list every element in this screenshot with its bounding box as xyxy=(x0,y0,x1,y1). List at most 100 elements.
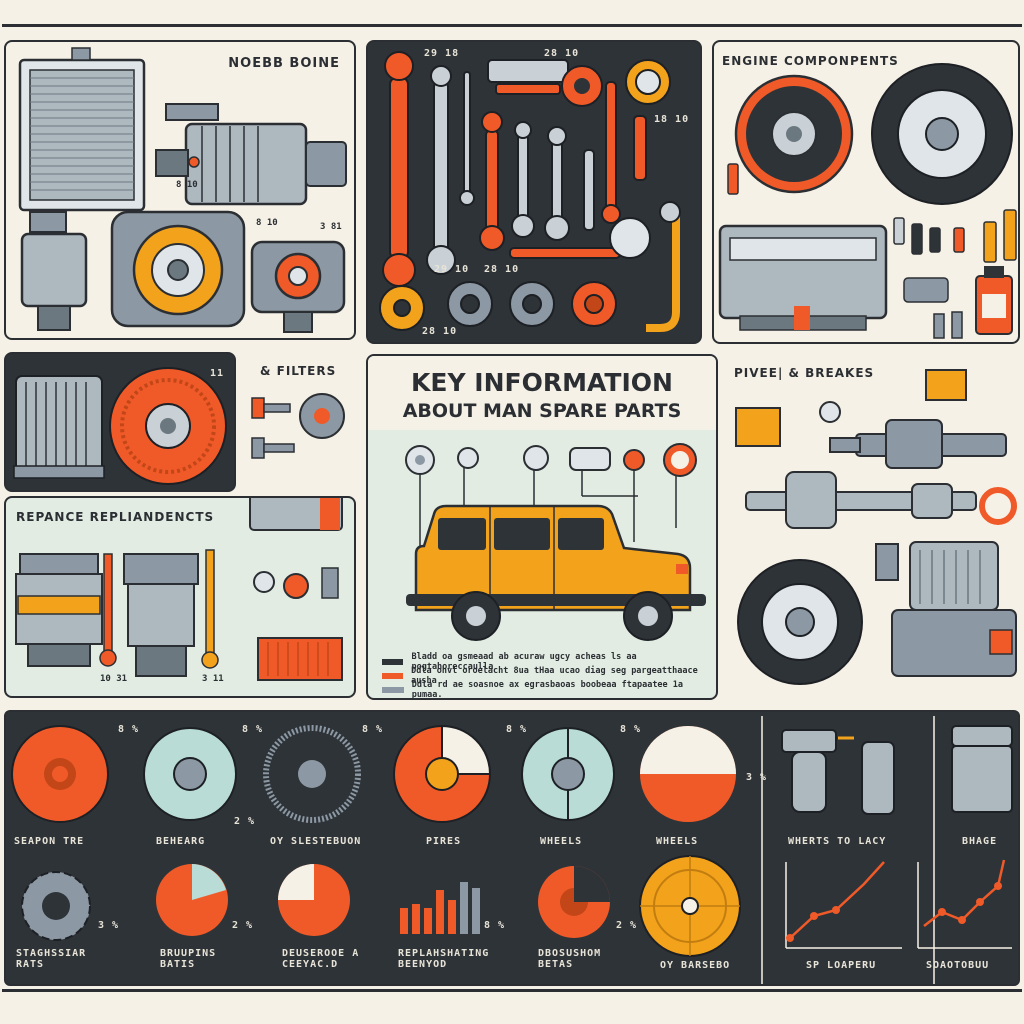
tool-tag-6: 28 10 xyxy=(422,326,458,337)
hook-tool-icon xyxy=(646,208,680,332)
stat-label-2: BEHEARG xyxy=(156,836,206,847)
shock-icon xyxy=(875,543,899,581)
drives-panel-title: PIVEE| & BREAKES xyxy=(734,366,875,380)
wrench-icon xyxy=(426,65,475,275)
transmission-icon xyxy=(891,541,1017,677)
coolant-reservoir-icon xyxy=(249,498,343,531)
tool-tag-1: 29 18 xyxy=(424,48,460,59)
replacement-tag-1: 10 31 xyxy=(100,674,128,684)
alternator-icon xyxy=(155,103,347,206)
stat-label-15: SP LOAPERU xyxy=(806,960,877,971)
replacement-tag-2: 3 11 xyxy=(202,674,224,684)
wrench-icon xyxy=(601,81,647,224)
stat-label-16: SOAOTOBUU xyxy=(926,960,990,971)
filters-panel-left: 11 xyxy=(4,352,236,492)
engine-tag-2: 8 10 xyxy=(256,218,278,228)
pie-chart-icon xyxy=(393,724,492,823)
key-note-3-text: Ddla rd ae soasnoe ax egrasbaoas boobeaa… xyxy=(411,680,684,700)
pct-tag-9: 8 % xyxy=(484,920,506,931)
pct-tag-10: 3 % xyxy=(746,772,768,783)
air-filter-icon xyxy=(13,375,105,479)
axle-icon xyxy=(745,471,977,529)
oring-icon xyxy=(979,487,1017,525)
connector-icon xyxy=(903,277,963,339)
stat-label-14: OY BARSEBO xyxy=(660,960,731,971)
key-note-3: Ddla rd ae soasnoe ax egrasbaoas boobeaa… xyxy=(382,680,716,700)
sensor-icon xyxy=(569,447,611,471)
clutch-disc-icon xyxy=(109,367,227,485)
stat-label-5: WHEELS xyxy=(540,836,583,847)
key-note-2: Ddla ohvt oroelacht 8ua tHaa ucao diag s… xyxy=(382,666,716,686)
battery-icon xyxy=(718,224,888,331)
driveshaft-icon xyxy=(829,419,1007,469)
wrench-icon xyxy=(382,51,416,287)
pct-tag-11: 2 % xyxy=(616,920,638,931)
drives-panel: PIVEE| & BREAKES xyxy=(726,354,1020,700)
line-chart-icon xyxy=(785,861,902,949)
stat-label-10: BRUUPINS BATIS xyxy=(160,948,217,970)
dipstick-icon xyxy=(103,553,113,655)
flywheel-icon xyxy=(110,210,246,328)
pulley-icon xyxy=(523,445,549,471)
deus-pie-chart xyxy=(278,864,350,936)
water-pump-icon xyxy=(250,240,346,333)
fittings-illustration xyxy=(251,393,345,459)
donut-chart-icon xyxy=(538,866,610,938)
engine-panel-title: NOEBB BOINE xyxy=(228,56,340,71)
gear-icon xyxy=(21,871,91,941)
key-note-1: Bladd oa gsmeaad ab acuraw ugcy acheas l… xyxy=(382,652,716,672)
spark-plug-row xyxy=(727,163,1017,263)
bar-chart-icon xyxy=(400,882,480,934)
key-info-header xyxy=(368,356,716,430)
filter-cylinder-icon xyxy=(951,725,1013,813)
filters-panel-title: & FILTERS xyxy=(260,364,337,378)
tool-tag-5: 28 10 xyxy=(484,264,520,275)
relay-icon xyxy=(925,369,967,401)
line-chart-icon-2 xyxy=(917,859,1012,949)
engine-panel: NOEBB BOINE xyxy=(4,40,356,340)
filters-tag: 11 xyxy=(209,368,224,379)
socket-set-icon xyxy=(487,59,569,95)
filters-illustration xyxy=(13,367,227,485)
stat-label-12: REPLAHSHATING BEENYOD xyxy=(398,948,490,970)
seal-icon xyxy=(623,449,645,471)
stats-graphics xyxy=(11,716,1013,984)
tire-icon xyxy=(871,63,1013,205)
replacement-illustration xyxy=(15,498,343,681)
pct-tag-1: 8 % xyxy=(118,724,140,735)
engine-tag-3: 3 81 xyxy=(320,222,342,232)
oil-filter-icon xyxy=(20,211,88,331)
socket-row xyxy=(379,281,617,331)
socket-icon xyxy=(609,217,651,259)
key-info-title-line1: KEY INFORMATION xyxy=(411,368,673,397)
valve-icon xyxy=(781,729,895,815)
stat-label-8: BHAGE xyxy=(962,836,998,847)
infographic-frame xyxy=(2,24,1022,992)
components-illustration xyxy=(718,63,1017,339)
intercooler-icon xyxy=(257,637,343,681)
pry-bar-icon xyxy=(509,247,621,259)
bearing-pie-chart xyxy=(156,864,228,936)
target-chart-icon xyxy=(639,855,741,957)
key-note-2-text: Ddla ohvt oroelacht 8ua tHaa ucao diag s… xyxy=(411,666,698,686)
cartridge-filter-icon xyxy=(123,553,199,677)
stat-label-13: DBOSUSHOM BETAS xyxy=(538,948,602,970)
components-panel: ENGINE COMPONPENTS xyxy=(712,40,1020,344)
oil-bottle-icon xyxy=(975,266,1013,335)
wrench-icon xyxy=(479,111,505,251)
module-icon xyxy=(735,407,781,447)
pct-tag-2: 8 % xyxy=(242,724,264,735)
tools-panel: 29 18 28 10 18 10 29 10 28 10 28 10 xyxy=(366,40,702,344)
stat-label-7: WHERTS TO LACY xyxy=(788,836,887,847)
stat-label-4: PIRES xyxy=(426,836,462,847)
vehicle-diagram xyxy=(405,443,706,641)
note-swatch-grey xyxy=(382,687,404,693)
note-swatch-dark xyxy=(382,659,404,665)
suv-icon xyxy=(406,504,706,641)
stat-label-9: STAGHSSIAR RATS xyxy=(16,948,87,970)
gauge-rod-icon xyxy=(205,549,215,661)
gear-icon xyxy=(457,447,479,469)
sensor-icon xyxy=(321,567,339,599)
wheel-icon xyxy=(737,559,863,685)
wheels-pie-icon xyxy=(521,727,615,821)
